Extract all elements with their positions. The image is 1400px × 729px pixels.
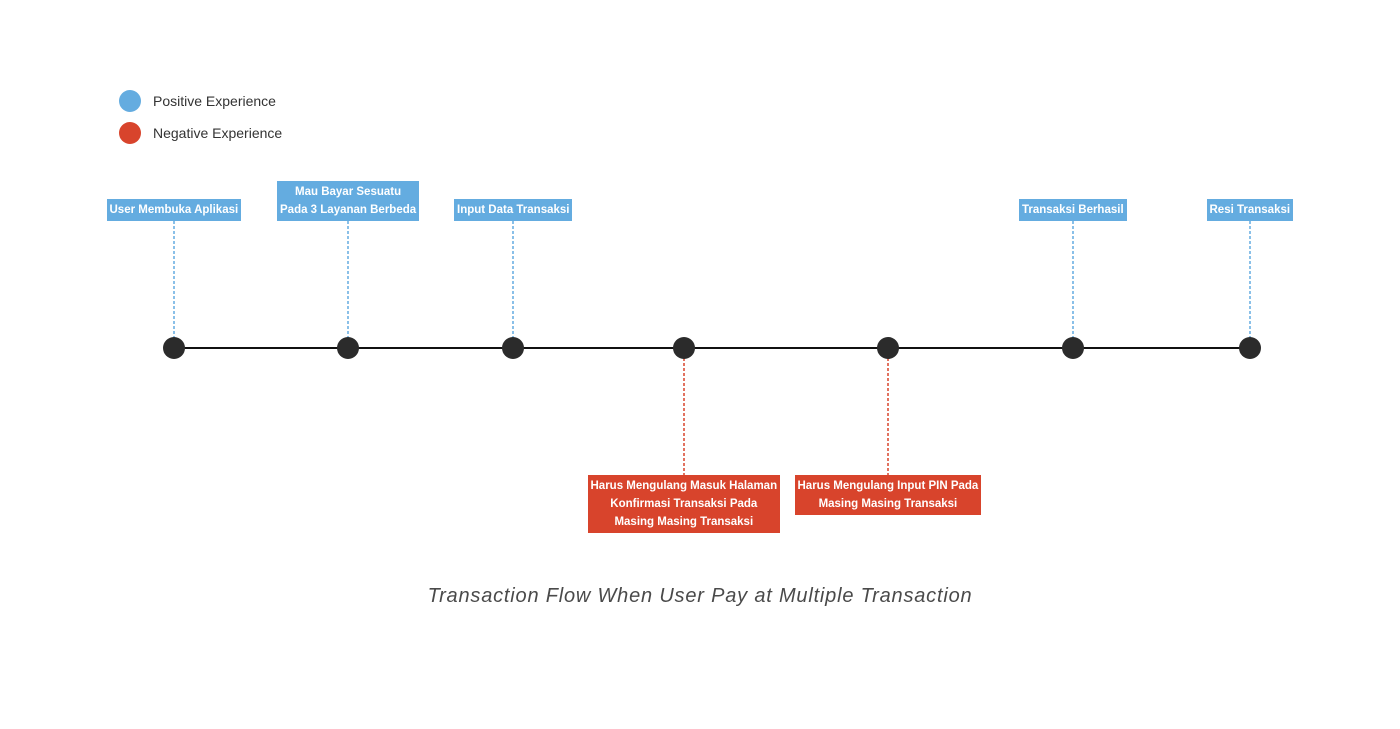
step-node-4 (673, 337, 695, 359)
legend: Positive Experience Negative Experience (119, 90, 282, 154)
legend-label-positive: Positive Experience (153, 93, 276, 109)
step-node-3 (502, 337, 524, 359)
step-label-1: User Membuka Aplikasi (106, 199, 242, 221)
step-label-5: Harus Mengulang Input PIN Pada Masing Ma… (794, 475, 982, 515)
step-node-2 (337, 337, 359, 359)
legend-item-negative: Negative Experience (119, 122, 282, 144)
step-node-7 (1239, 337, 1261, 359)
step-node-6 (1062, 337, 1084, 359)
step-label-3: Input Data Transaksi (454, 199, 573, 221)
step-node-1 (163, 337, 185, 359)
step-label-2: Mau Bayar Sesuatu Pada 3 Layanan Berbeda (277, 181, 420, 221)
negative-dot-icon (119, 122, 141, 144)
positive-dot-icon (119, 90, 141, 112)
step-label-7: Resi Transaksi (1206, 199, 1294, 221)
legend-item-positive: Positive Experience (119, 90, 282, 112)
step-node-5 (877, 337, 899, 359)
legend-label-negative: Negative Experience (153, 125, 283, 141)
step-label-4: Harus Mengulang Masuk Halaman Konfirmasi… (587, 475, 781, 533)
diagram-caption: Transaction Flow When User Pay at Multip… (427, 585, 973, 607)
step-label-6: Transaksi Berhasil (1019, 199, 1127, 221)
